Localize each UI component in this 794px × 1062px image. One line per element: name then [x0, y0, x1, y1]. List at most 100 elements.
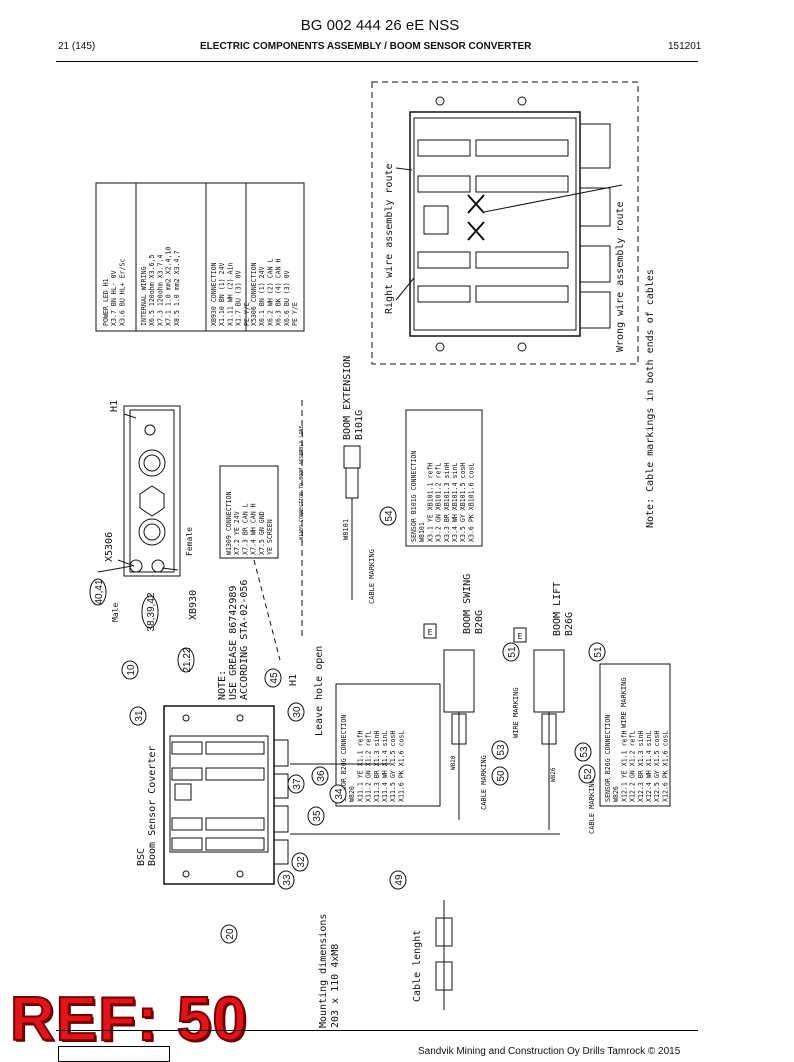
route-pointer	[483, 184, 623, 213]
table-row: X11.2 GN X1.2 refL	[365, 731, 373, 802]
plug	[139, 485, 165, 517]
mount-hole	[435, 342, 445, 352]
callout-circle	[578, 764, 596, 784]
callout-bubble: 36	[311, 766, 329, 786]
callout-bubble: 52	[578, 764, 596, 784]
table-row: X1.7 BU (3) 0V	[235, 270, 243, 326]
w1309-table-frame	[219, 465, 279, 559]
callout-circle	[491, 740, 509, 760]
table-row: X3.2 GN XB101.2 refL	[435, 463, 443, 542]
b20g-label: B20G	[474, 610, 485, 634]
route-pointer	[395, 167, 413, 171]
callout-bubble: 45	[264, 668, 282, 688]
mount-hole	[517, 96, 527, 106]
note-line-2: USE GREASE 86742989	[228, 586, 239, 700]
callout-number: 53	[579, 746, 590, 758]
w826-label: W826	[550, 767, 557, 782]
mount-hole	[517, 342, 527, 352]
callout-circle	[129, 706, 147, 726]
callout-bubble: 54	[379, 506, 397, 526]
bsc-inner	[169, 735, 269, 853]
terminal-block	[475, 251, 569, 269]
footer-divider	[56, 1030, 698, 1031]
callout-number: 45	[269, 672, 280, 684]
terminal-block	[205, 817, 265, 831]
callout-bubble: 21,22	[177, 647, 195, 673]
male-label: Male	[111, 603, 120, 622]
enclosure-inner	[413, 117, 577, 331]
callout-bubble: 40,41	[89, 578, 107, 606]
route-leader	[253, 559, 281, 661]
callout-number: 38,39,42	[146, 592, 157, 631]
terminal-block	[417, 251, 471, 269]
terminal-block	[475, 139, 569, 157]
cable-length-detail: Cable lenght	[412, 900, 453, 1010]
callout-number: 50	[496, 770, 507, 782]
e-box	[423, 623, 437, 639]
table-row: X12.2 GN X1.2 refL	[629, 731, 637, 802]
callout-circle	[89, 578, 107, 606]
e-label: E	[428, 628, 433, 637]
callout-bubble: 53	[491, 740, 509, 760]
cable-gland	[451, 713, 467, 745]
callout-number: 30	[292, 706, 303, 718]
x5306-label: X5306	[104, 532, 115, 562]
table-row: X3.4 WH XB101.4 sinL	[451, 463, 459, 542]
company-logo	[58, 1046, 170, 1062]
callout-bubble: 20	[220, 924, 238, 944]
xb930-connector	[151, 559, 165, 573]
callout-circle	[389, 870, 407, 890]
b20g-table-frame	[335, 683, 441, 807]
callout-number: 34	[334, 788, 345, 800]
callout-number: 36	[316, 770, 327, 782]
gland	[143, 523, 161, 541]
boom-swing-label: BOOM SWING	[462, 574, 473, 634]
connector-side-view: H1 X5306 Male Female XB930	[97, 400, 199, 622]
cable-gland	[541, 713, 557, 745]
b26g-label: B26G	[564, 612, 575, 636]
leader	[117, 559, 135, 567]
mounting-line-1: Mounting dimensions	[318, 914, 329, 1028]
terminal-block	[205, 837, 265, 851]
callout-bubbles: 40,4138,39,4221,221031453036373435323320…	[89, 506, 606, 944]
cable-gland	[273, 739, 289, 767]
terminal-block	[475, 175, 569, 193]
table-row: X11.5 GY X1.5 cosH	[389, 731, 397, 802]
mount-hole	[182, 714, 190, 722]
table-row: X8.5 1.0 mm2 X3.4,7	[173, 251, 181, 326]
gland	[138, 449, 166, 477]
leader	[123, 413, 137, 419]
cable-marking-label: CABLE MARKING	[588, 779, 596, 834]
callout-circle	[291, 852, 309, 872]
boom-swing-sensor: E BOOM SWING B20G W820 CABLE MARKING WIR…	[423, 574, 520, 820]
wrong-route-cross	[467, 194, 485, 241]
callout-number: 49	[394, 874, 405, 886]
outgoing-cables	[290, 763, 560, 835]
callout-circle	[121, 660, 139, 680]
callout-number: 35	[312, 810, 323, 822]
w820-label: W820	[450, 755, 457, 770]
callout-number: 37	[292, 778, 303, 790]
page-title: ELECTRIC COMPONENTS ASSEMBLY / BOOM SENS…	[200, 41, 532, 52]
b101g-table-frame	[405, 409, 483, 547]
table-row: X3.1 YE XB101.1 refH	[426, 463, 434, 542]
ref-stamp: REF: 50	[9, 984, 248, 1055]
gland	[143, 454, 161, 472]
info-tables-frame	[95, 182, 305, 332]
terminal-block	[171, 741, 203, 755]
wire-marking-block	[443, 649, 475, 713]
route-pointer	[395, 277, 415, 301]
table-row: X6.5 120ohm X3.6,5	[148, 255, 156, 326]
callout-number: 54	[384, 510, 395, 522]
wire-marking-label: WIRE MARKING	[620, 677, 628, 728]
table-row: X3.5 GY XB101.5 cosH	[459, 463, 467, 542]
callout-bubble: 50	[491, 766, 509, 786]
cable-gland	[579, 291, 611, 329]
bsc-name-label: Boom Sensor Coverter	[147, 746, 158, 866]
terminal-block	[417, 285, 471, 303]
